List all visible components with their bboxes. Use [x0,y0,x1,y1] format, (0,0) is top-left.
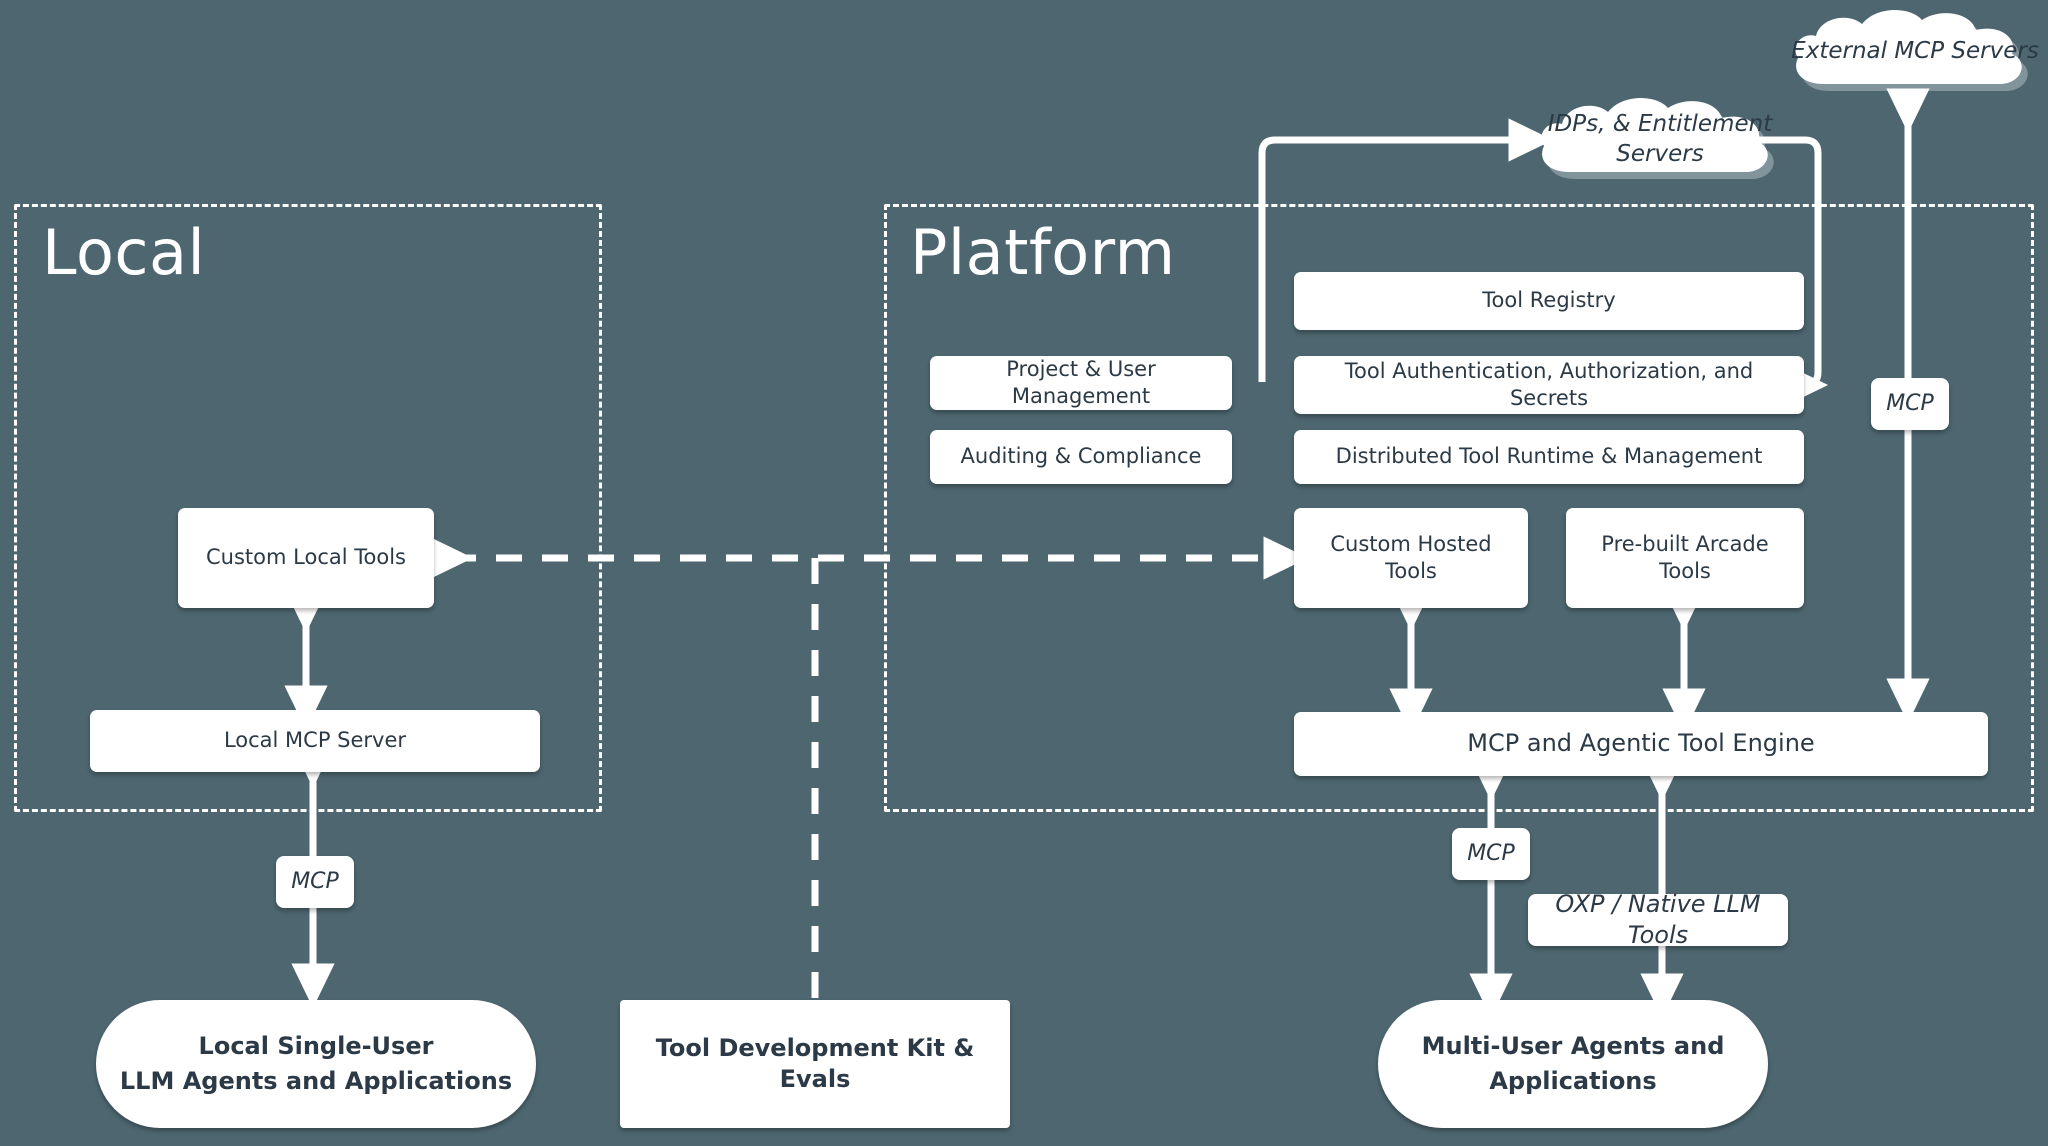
node-tool-development-kit[interactable]: Tool Development Kit & Evals [620,1000,1010,1128]
node-tool-authentication[interactable]: Tool Authentication, Authorization, and … [1294,356,1804,414]
node-local-mcp-server[interactable]: Local MCP Server [90,710,540,772]
cloud-external-mcp-servers: External MCP Servers [1784,6,2046,98]
node-distributed-tool-runtime[interactable]: Distributed Tool Runtime & Management [1294,430,1804,484]
node-prebuilt-arcade-tools[interactable]: Pre-built Arcade Tools [1566,508,1804,608]
node-custom-hosted-tools[interactable]: Custom Hosted Tools [1294,508,1528,608]
node-multi-user-agents-line1: Multi-User Agents and [1421,1032,1725,1061]
node-multi-user-agents-line2: Applications [1489,1067,1657,1095]
node-project-user-management[interactable]: Project & User Management [930,356,1232,410]
zone-platform-title: Platform [910,216,1176,289]
node-local-agents-line2: LLM Agents and Applications [119,1067,513,1095]
node-auditing-compliance[interactable]: Auditing & Compliance [930,430,1232,484]
zone-local-title: Local [42,216,206,289]
tag-mcp-local: MCP [276,856,354,908]
zone-local [14,204,602,812]
node-custom-local-tools[interactable]: Custom Local Tools [178,508,434,608]
node-multi-user-agents[interactable]: Multi-User Agents and Applications [1378,1000,1768,1128]
node-local-agents-line1: Local Single-User [198,1032,434,1061]
node-mcp-agentic-tool-engine[interactable]: MCP and Agentic Tool Engine [1294,712,1988,776]
node-tool-registry[interactable]: Tool Registry [1294,272,1804,330]
node-local-single-user-agents[interactable]: Local Single-User LLM Agents and Applica… [96,1000,536,1128]
tag-oxp-native-llm-tools: OXP / Native LLM Tools [1528,890,1788,949]
tag-mcp-engine: MCP [1452,828,1530,880]
zone-platform [884,204,2034,812]
cloud-idps-entitlement-servers: IDPs, & Entitlement Servers [1530,92,1790,188]
tag-mcp-external: MCP [1871,378,1949,430]
